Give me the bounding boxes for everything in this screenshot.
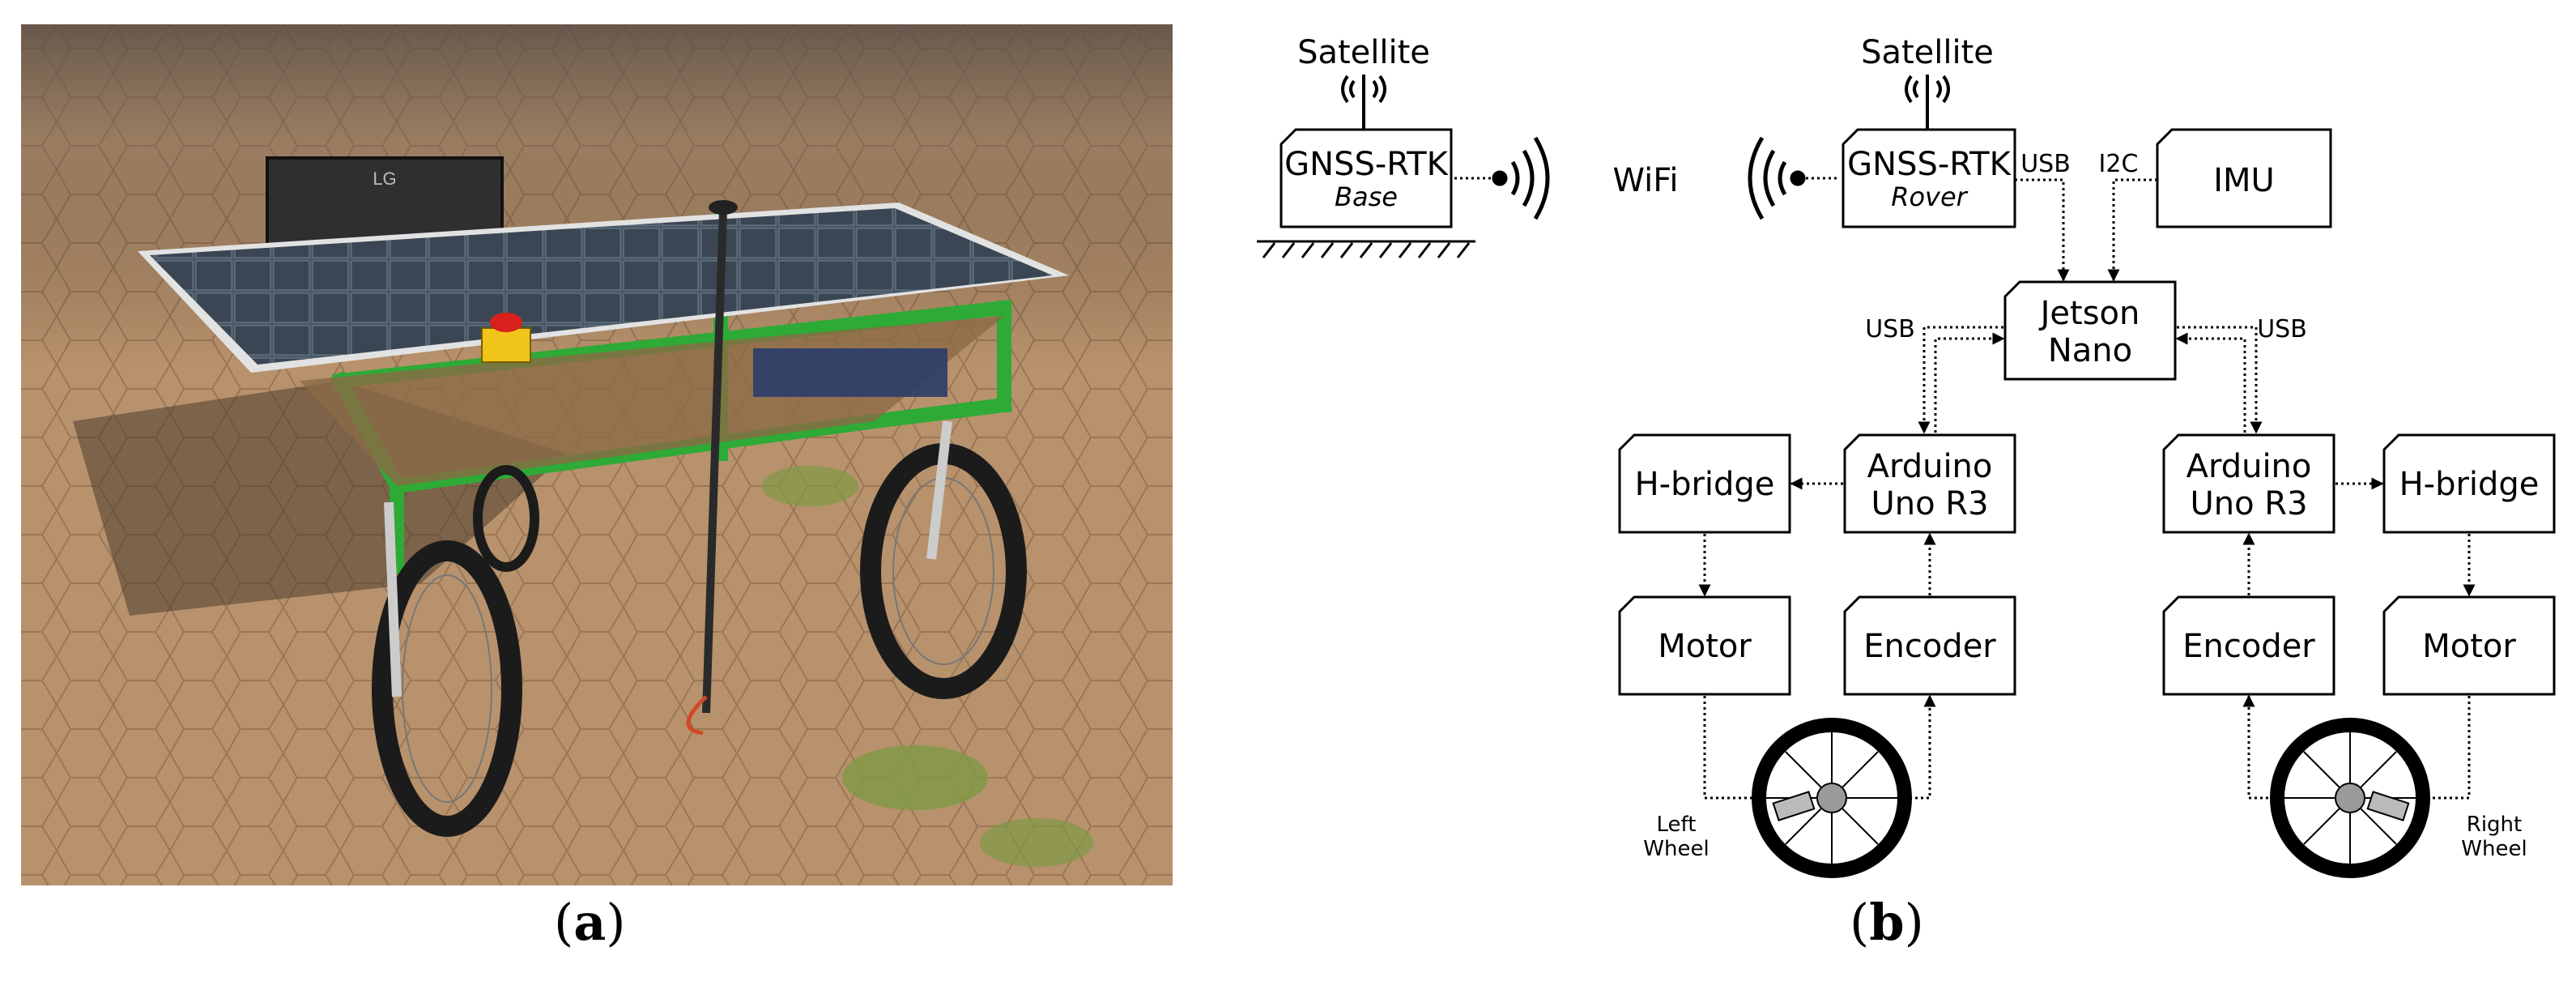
imu-title: IMU bbox=[2213, 162, 2275, 199]
usb-label-rover: USB bbox=[2020, 150, 2071, 178]
block-encoder-right bbox=[2162, 595, 2335, 696]
left-wheel-label-1: Left bbox=[1657, 813, 1697, 837]
link-jetson-arduino-left bbox=[1918, 326, 2003, 434]
grass-patch bbox=[842, 745, 988, 810]
wheel-front-left bbox=[372, 501, 522, 837]
link-jetson-arduino-right bbox=[2177, 326, 2263, 434]
system-block-diagram: Satellite Satellite bbox=[1257, 34, 2556, 878]
hbridge-right-title: H-bridge bbox=[2399, 466, 2540, 503]
estop-base bbox=[481, 327, 531, 363]
gnss-rover-subtitle: Rover bbox=[1891, 181, 1968, 212]
block-motor-right bbox=[2382, 595, 2556, 696]
block-encoder-left bbox=[1843, 595, 2016, 696]
pole-cable bbox=[686, 695, 708, 736]
wifi-receive-icon bbox=[1748, 136, 1838, 220]
right-wheel-label-2: Wheel bbox=[2461, 837, 2527, 861]
ground-symbol bbox=[1257, 240, 1475, 258]
hbridge-left-title: H-bridge bbox=[1635, 466, 1775, 503]
block-imu bbox=[2156, 128, 2332, 228]
link-arduino-left-jetson bbox=[1934, 332, 2005, 433]
antenna-icon bbox=[1905, 75, 1950, 130]
wifi-transmit-icon bbox=[1454, 136, 1550, 220]
usb-label-left: USB bbox=[1865, 315, 1915, 343]
wheel-front-right bbox=[860, 420, 1027, 699]
arduino-left-subtitle: Uno R3 bbox=[1871, 485, 1988, 523]
satellite-label-base: Satellite bbox=[1297, 34, 1430, 71]
motor-left-title: Motor bbox=[1658, 628, 1752, 665]
link-rover-jetson bbox=[2015, 178, 2070, 282]
right-wheel-icon bbox=[2270, 718, 2430, 878]
wheel-rear bbox=[473, 465, 539, 572]
left-wheel-icon bbox=[1752, 718, 1912, 878]
block-arduino-left bbox=[1843, 433, 2016, 534]
caption-letter-b: b bbox=[1869, 893, 1905, 952]
jetson-subtitle: Nano bbox=[2048, 332, 2132, 369]
estop-button bbox=[490, 313, 522, 332]
left-wheel-label-2: Wheel bbox=[1643, 837, 1709, 861]
gnss-antenna bbox=[709, 200, 738, 215]
encoder-right-title: Encoder bbox=[2182, 628, 2315, 665]
motor-right-title: Motor bbox=[2422, 628, 2516, 665]
caption-letter-a: a bbox=[573, 893, 607, 952]
i2c-label: I2C bbox=[2099, 150, 2139, 178]
gnss-base-subtitle: Base bbox=[1335, 181, 1398, 212]
block-jetson bbox=[2003, 280, 2177, 381]
block-hbridge-left bbox=[1618, 433, 1791, 534]
grass-patch bbox=[980, 818, 1093, 867]
gnss-pole bbox=[702, 210, 727, 714]
link-imu-jetson bbox=[2107, 178, 2157, 282]
block-hbridge-right bbox=[2382, 433, 2556, 534]
block-arduino-right bbox=[2162, 433, 2335, 534]
link-wheel-encoder-right bbox=[2242, 694, 2280, 800]
caption-panel-b: (b) bbox=[1850, 893, 1924, 952]
arduino-right-subtitle: Uno R3 bbox=[2190, 485, 2307, 523]
robot-photo: LG bbox=[21, 24, 1173, 885]
grass-patch bbox=[761, 466, 858, 506]
link-motor-wheel-right bbox=[2415, 696, 2471, 804]
arduino-right-title: Arduino bbox=[2186, 448, 2312, 485]
block-gnss-rover bbox=[1842, 128, 2016, 228]
wifi-label: WiFi bbox=[1613, 162, 1679, 199]
link-arduino-right-jetson bbox=[2175, 332, 2246, 433]
encoder-left-title: Encoder bbox=[1863, 628, 1996, 665]
caption-panel-a: (a) bbox=[554, 893, 626, 952]
link-motor-wheel-left bbox=[1703, 696, 1767, 804]
satellite-label-rover: Satellite bbox=[1861, 34, 1994, 71]
gnss-base-title: GNSS-RTK bbox=[1284, 146, 1449, 183]
gnss-rover-title: GNSS-RTK bbox=[1847, 146, 2012, 183]
block-motor-left bbox=[1618, 595, 1791, 696]
electronics bbox=[753, 348, 947, 397]
right-wheel-label-1: Right bbox=[2467, 813, 2522, 837]
jetson-title: Jetson bbox=[2038, 295, 2140, 332]
monitor-brand: LG bbox=[373, 169, 396, 189]
arduino-left-title: Arduino bbox=[1867, 448, 1993, 485]
usb-label-right: USB bbox=[2257, 315, 2307, 343]
solar-panel bbox=[150, 208, 1053, 365]
antenna-icon bbox=[1341, 75, 1386, 130]
